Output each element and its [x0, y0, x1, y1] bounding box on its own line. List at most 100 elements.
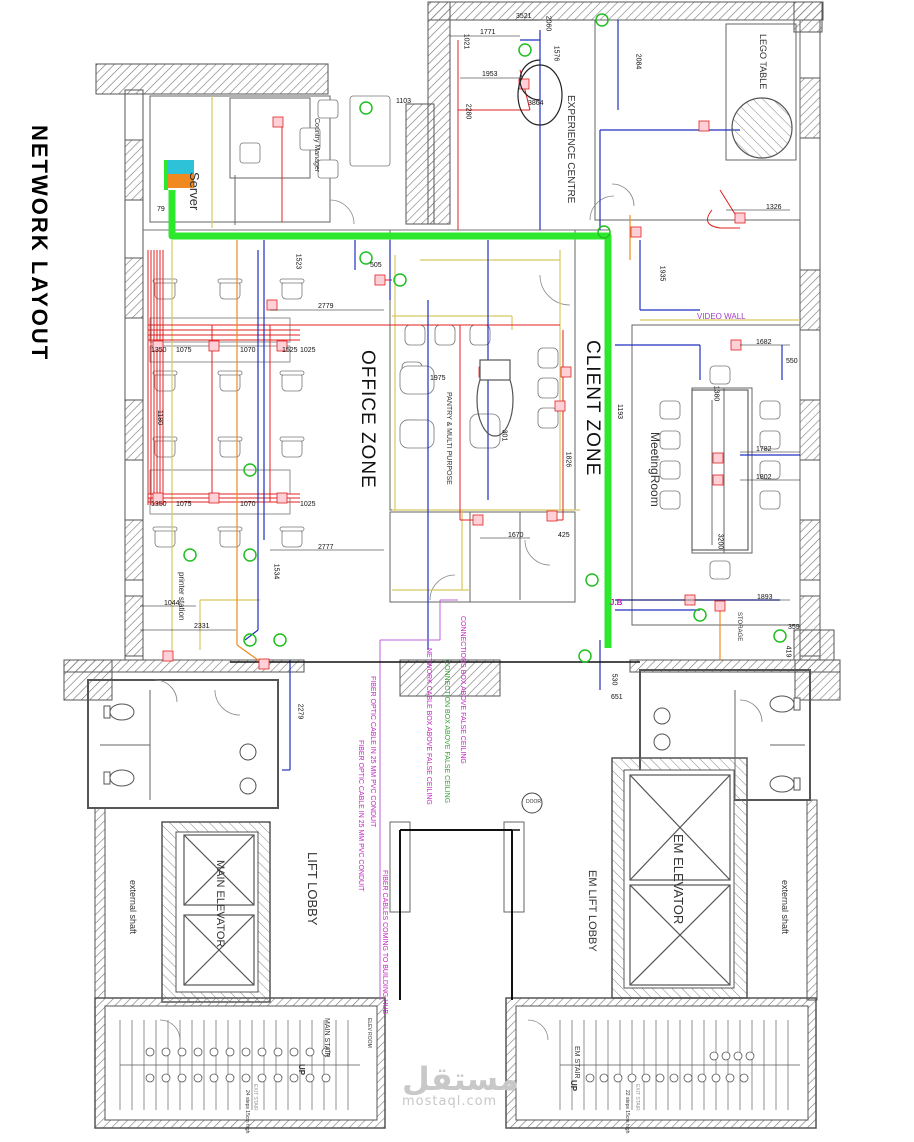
meeting-chair: [659, 400, 681, 420]
network-device-icon: [393, 273, 407, 287]
network-device-icon: [773, 629, 787, 643]
door-ghost-right: EXIT STAIR: [634, 1084, 640, 1111]
stair-nosing: [225, 1073, 235, 1083]
furniture: [149, 95, 781, 580]
dim-1576: 1576: [552, 45, 560, 62]
stair-nosing: [627, 1073, 637, 1083]
outlet-box-icon: [162, 650, 174, 662]
stair-nosing: [209, 1073, 219, 1083]
network-device-icon: [585, 573, 599, 587]
dim-1525: 1525: [282, 347, 298, 354]
dim-530: 530: [610, 673, 618, 686]
dim-505: 505: [370, 262, 382, 269]
stair-nosing: [177, 1073, 187, 1083]
outlet-box-icon: [712, 474, 724, 486]
office-chair: [217, 526, 243, 548]
stair-nosing: [683, 1073, 693, 1083]
outlet-box-icon: [374, 274, 386, 286]
office-chair: [279, 526, 305, 548]
red-cables: [147, 40, 741, 521]
stair-nosing: [725, 1073, 735, 1083]
dim-1075b: 1075: [176, 501, 192, 508]
external-shaft-right-label: external shaft: [780, 880, 790, 935]
door-label: DOOR: [526, 799, 541, 805]
office-chair: [152, 526, 178, 548]
stair-nosing: [241, 1073, 251, 1083]
client-chair: [469, 324, 491, 346]
stair-nosing: [709, 1051, 719, 1061]
meeting-chair: [759, 400, 781, 420]
client-zone-label: CLIENT ZONE: [582, 340, 603, 477]
door-swings: [154, 183, 763, 1041]
dim-3521: 3521: [516, 13, 532, 20]
dim-2060: 2060: [544, 15, 552, 32]
stair-nosing: [739, 1073, 749, 1083]
dim-1021: 1021: [462, 33, 470, 50]
meeting-chair: [759, 460, 781, 480]
network-device-icon: [597, 225, 611, 239]
client-chair: [537, 347, 559, 369]
stair-nosing: [257, 1047, 267, 1057]
network-device-icon: [359, 251, 373, 265]
stair-nosing: [721, 1051, 731, 1061]
fiber-note-6: CONNECTION BOX ABOVE FALSE CEILING: [443, 660, 450, 804]
network-device-icon: [518, 43, 532, 57]
office-chair: [279, 370, 305, 392]
storage-label: STORAGE: [736, 612, 742, 642]
fiber-note-4: NETWORK CABLE BOX ABOVE FALSE CEILING: [425, 648, 432, 805]
dim-1070a: 1070: [240, 347, 256, 354]
outlet-box-icon: [546, 510, 558, 522]
up-right-label: UP: [569, 1080, 578, 1092]
stair-nosing: [321, 1047, 331, 1057]
exit-door: [521, 792, 543, 814]
office-chair: [217, 370, 243, 392]
office-zone-label: OFFICE ZONE: [357, 350, 378, 489]
stair-nosing: [641, 1073, 651, 1083]
watermark: مستقل mostaql.com: [402, 1060, 519, 1109]
dim-1044: 1044: [164, 600, 180, 607]
dim-651: 651: [611, 694, 623, 701]
lego-table-label: LEGO TABLE: [758, 34, 768, 90]
office-chair: [217, 436, 243, 458]
main-elevator-label: MAIN ELEVATOR: [214, 860, 226, 948]
dim-1350b: 1350: [151, 501, 167, 508]
orange-cables: [236, 215, 721, 666]
stair-nosing: [289, 1047, 299, 1057]
country-manager-label: Country Manager: [313, 118, 320, 173]
em-elevator-label: EM ELEVATOR: [671, 834, 686, 925]
stair-nosing: [289, 1073, 299, 1083]
dim-1771: 1771: [480, 29, 496, 36]
watermark-brand: مستقل: [402, 1060, 520, 1098]
client-chair: [537, 407, 559, 429]
dim-1534: 1534: [272, 563, 280, 580]
dim-1523: 1523: [294, 253, 302, 270]
em-stair-label: EM STAIR: [573, 1046, 580, 1079]
stair-nosing: [193, 1073, 203, 1083]
meeting-chair: [709, 560, 731, 580]
dim-1782: 1782: [756, 446, 772, 453]
dim-1025a: 1025: [300, 347, 316, 354]
dim-2084: 2084: [634, 53, 642, 70]
network-device-icon: [243, 548, 257, 562]
dim-1326: 1326: [766, 204, 782, 211]
outlet-box-icon: [208, 492, 220, 504]
outlet-box-icon: [630, 226, 642, 238]
dim-1893: 1893: [757, 594, 773, 601]
meeting-chair: [759, 430, 781, 450]
network-device-icon: [273, 633, 287, 647]
network-device-icon: [693, 608, 707, 622]
outlet-box-icon: [472, 514, 484, 526]
office-chair: [279, 278, 305, 300]
elev-room-label: ELEV ROOM: [366, 1018, 372, 1048]
dim-1075a: 1075: [176, 347, 192, 354]
stair-nosing: [145, 1073, 155, 1083]
fiber-note-2: FIBER OPTIC CABLE IN 25 MM PVC CONDUIT: [357, 740, 364, 892]
network-device-icon: [359, 101, 373, 115]
stair-nosing: [273, 1047, 283, 1057]
meeting-room-label: MeetingRoom: [648, 432, 662, 507]
stairs: [119, 1020, 800, 1110]
dim-1193: 1193: [616, 403, 624, 420]
client-chair: [537, 377, 559, 399]
outlet-box-icon: [258, 658, 270, 670]
network-device-icon: [243, 463, 257, 477]
